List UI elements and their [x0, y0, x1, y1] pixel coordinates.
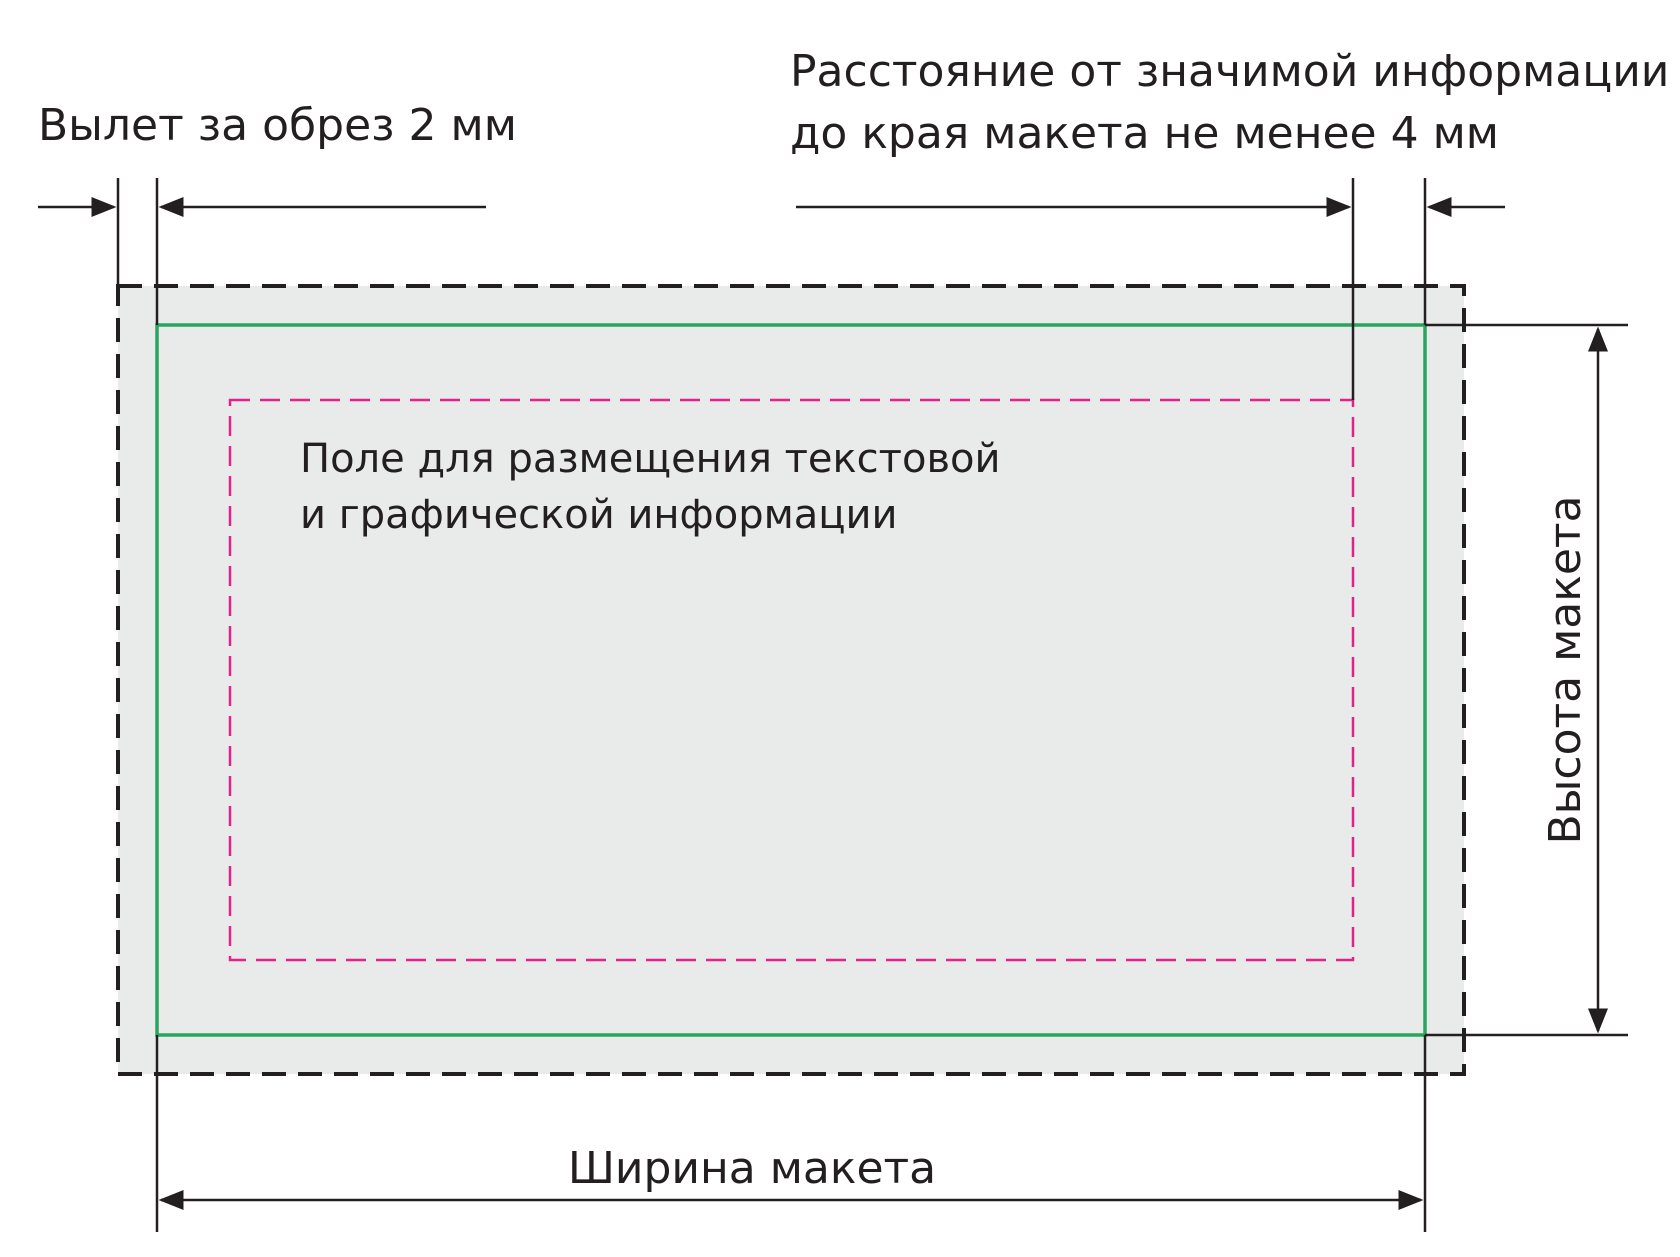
safe-distance-label-line2: до края макета не менее 4 мм — [790, 108, 1499, 159]
safe-distance-label-line1: Расстояние от значимой информации — [790, 46, 1669, 97]
bleed-label: Вылет за обрез 2 мм — [38, 100, 517, 151]
trim-line — [155, 323, 1427, 1037]
height-label: Высота макета — [1540, 495, 1591, 844]
safe-distance-dimension — [796, 178, 1505, 400]
bleed-dimension — [38, 178, 486, 325]
bleed-area — [116, 284, 1466, 1076]
width-dimension — [155, 1035, 1427, 1232]
width-label: Ширина макета — [568, 1143, 936, 1194]
height-dimension — [1425, 323, 1628, 1037]
field-label-line2: и графической информации — [300, 492, 898, 538]
field-label-line1: Поле для размещения текстовой — [300, 436, 1001, 482]
